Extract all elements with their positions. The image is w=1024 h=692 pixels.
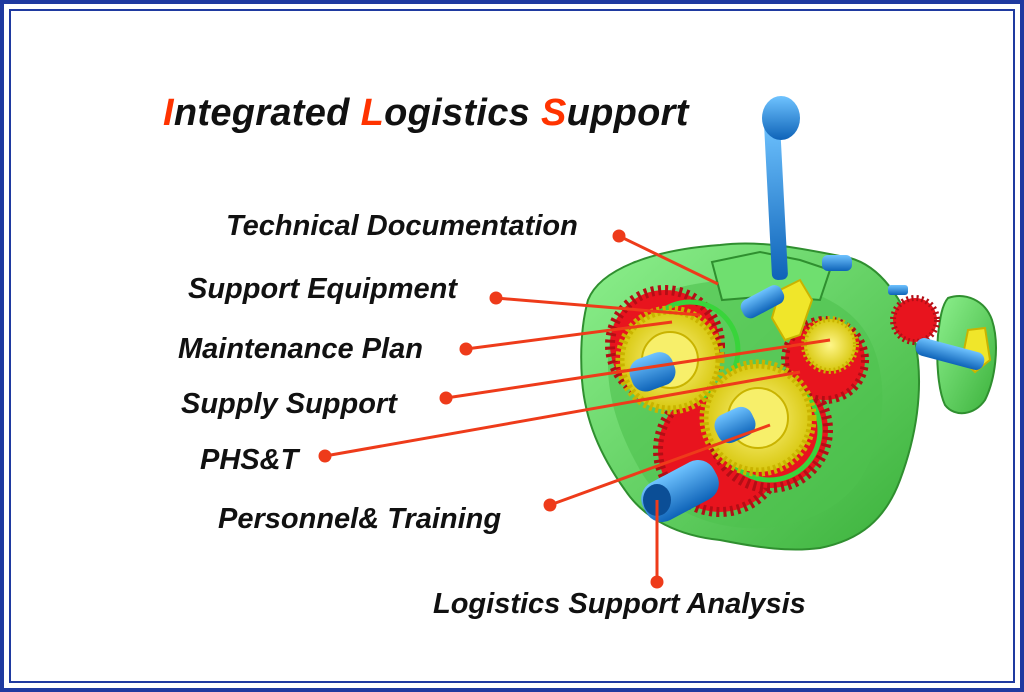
title-word-integrated: ntegrated: [173, 92, 361, 134]
blue-shafts: [629, 96, 985, 522]
label-maintenance-plan: Maintenance Plan: [178, 333, 423, 365]
title-initial-i: I: [163, 92, 174, 134]
title-initial-s: S: [540, 92, 567, 134]
label-personnel-training: Personnel& Training: [218, 503, 502, 535]
label-support-equipment: Support Equipment: [188, 273, 458, 305]
page-title: Integrated Logistics Support: [163, 92, 689, 135]
label-technical-documentation: Technical Documentation: [226, 210, 578, 242]
leader-lines: [318, 229, 831, 589]
label-supply-support: Supply Support: [181, 388, 397, 420]
title-word-support: upport: [566, 92, 689, 134]
label-logistics-support-analysis: Logistics Support Analysis: [433, 588, 806, 620]
title-word-logistics: ogistics: [384, 92, 541, 134]
label-phst: PHS&T: [200, 444, 299, 476]
title-initial-l: L: [360, 92, 385, 134]
